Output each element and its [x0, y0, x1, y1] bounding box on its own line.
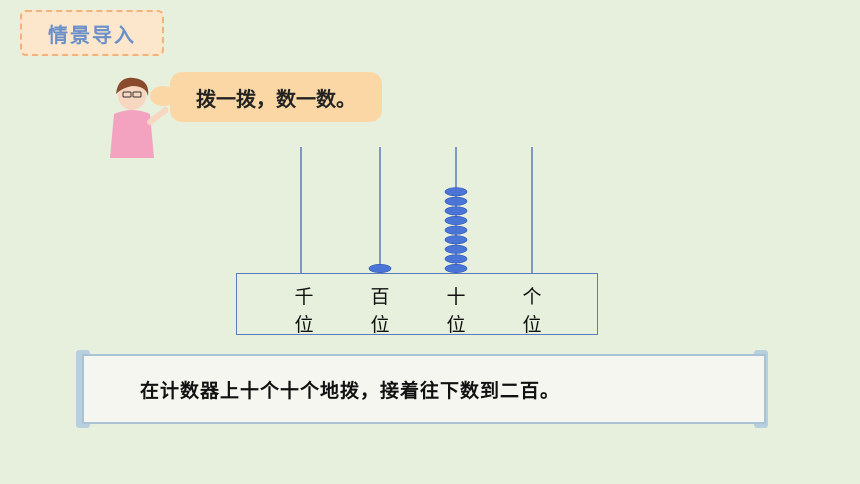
place-suffix: 位	[370, 314, 390, 336]
section-tag: 情景导入	[20, 10, 164, 56]
place-label-hundreds: 百 位	[366, 283, 394, 339]
place-name: 十	[446, 286, 466, 308]
place-name: 个	[522, 286, 542, 308]
place-name: 千	[294, 286, 314, 308]
place-suffix: 位	[522, 314, 542, 336]
abacus-bead[interactable]	[444, 206, 468, 216]
abacus-bead[interactable]	[444, 187, 468, 197]
instruction-bubble: 拨一拨，数一数。	[170, 72, 382, 122]
place-name: 百	[370, 286, 390, 308]
abacus-frame	[236, 273, 598, 335]
abacus-bead[interactable]	[444, 254, 468, 264]
task-text: 在计数器上十个十个地拨，接着往下数到二百。	[140, 379, 561, 402]
abacus-bead[interactable]	[444, 244, 468, 254]
place-suffix: 位	[446, 314, 466, 336]
abacus-bead[interactable]	[444, 235, 468, 245]
teacher-illustration	[110, 77, 168, 158]
abacus-bead[interactable]	[368, 263, 392, 273]
abacus-bead[interactable]	[444, 216, 468, 226]
place-label-thousands: 千 位	[290, 283, 318, 339]
place-label-ones: 个 位	[518, 283, 546, 339]
place-suffix: 位	[294, 314, 314, 336]
abacus-bead[interactable]	[444, 263, 468, 273]
task-banner: 在计数器上十个十个地拨，接着往下数到二百。	[82, 354, 766, 424]
abacus-bead[interactable]	[444, 196, 468, 206]
place-label-tens: 十 位	[442, 283, 470, 339]
abacus-bead[interactable]	[444, 225, 468, 235]
speech-bubble-tail	[150, 86, 176, 106]
